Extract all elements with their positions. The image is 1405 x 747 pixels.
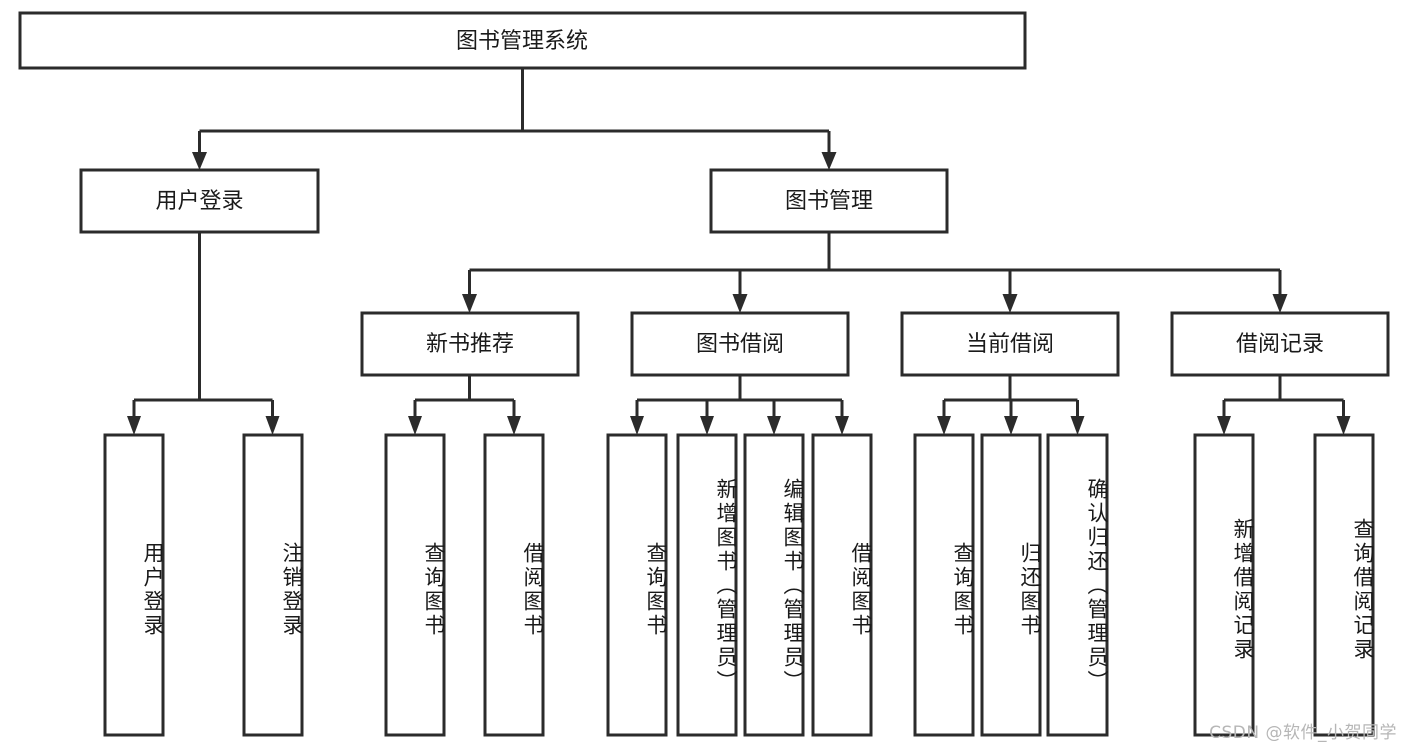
arrowhead-leaf-confirm-return: [1070, 416, 1085, 435]
leaf-box-add-book[interactable]: [676, 433, 738, 737]
node-new-book-recommend[interactable]: 新书推荐: [360, 311, 580, 377]
arrowhead-leaf-edit-book: [767, 416, 781, 435]
node-book-mgmt-label: 图书管理: [785, 189, 873, 214]
node-new-book-recommend-label: 新书推荐: [426, 332, 514, 357]
arrowhead-leaf-add-record: [1217, 416, 1231, 435]
leaf-box-query-book-current[interactable]: [913, 433, 975, 737]
arrowhead-leaf-borrow-book-2: [835, 416, 849, 435]
node-user-login[interactable]: 用户登录: [79, 168, 320, 234]
leaf-box-logout[interactable]: [242, 433, 304, 737]
node-current-borrow[interactable]: 当前借阅: [900, 311, 1120, 377]
node-current-borrow-box[interactable]: [900, 311, 1120, 377]
node-root[interactable]: 图书管理系统: [18, 11, 1027, 70]
node-root-box[interactable]: [18, 11, 1027, 70]
arrowhead-leaf-query-record: [1336, 416, 1351, 435]
node-user-login-label: 用户登录: [155, 189, 243, 214]
node-borrow-records-label: 借阅记录: [1236, 332, 1324, 357]
connector-group-borrow-records: [1217, 375, 1351, 435]
arrowhead-book-borrow: [732, 294, 748, 313]
arrowhead-leaf-add-book: [700, 416, 714, 435]
connector-group-new-book: [408, 375, 521, 435]
arrowhead-leaf-borrow-book-1: [507, 416, 521, 435]
leaf-box-user-login[interactable]: [103, 433, 165, 737]
connector-group-root: [192, 68, 837, 170]
arrowhead-new-book: [462, 294, 477, 313]
leaf-box-edit-book[interactable]: [743, 433, 805, 737]
arrowhead-leaf-query-book-3: [937, 416, 951, 435]
node-user-login-box[interactable]: [79, 168, 320, 234]
node-book-mgmt[interactable]: 图书管理: [709, 168, 949, 234]
node-book-mgmt-box[interactable]: [709, 168, 949, 234]
node-book-borrow-label: 图书借阅: [696, 332, 784, 357]
leaf-box-borrow-book[interactable]: [811, 433, 873, 737]
node-current-borrow-label: 当前借阅: [966, 332, 1054, 357]
leaf-box-borrow-book-recommend[interactable]: [483, 433, 545, 737]
csdn-watermark: CSDN @软件_小贺同学: [1209, 723, 1397, 743]
leaf-box-confirm-return[interactable]: [1046, 433, 1109, 737]
arrowhead-leaf-query-book-1: [408, 416, 422, 435]
connector-group-current-borrow: [937, 375, 1085, 435]
leaf-box-query-book-borrow[interactable]: [606, 433, 668, 737]
arrowhead-user-login: [192, 152, 207, 170]
arrowhead-book-mgmt: [821, 152, 837, 170]
leaf-box-query-book-recommend[interactable]: [384, 433, 446, 737]
node-book-borrow-box[interactable]: [630, 311, 850, 377]
arrowhead-leaf-return-book: [1004, 416, 1018, 435]
arrowhead-leaf-query-book-2: [630, 416, 644, 435]
node-borrow-records[interactable]: 借阅记录: [1170, 311, 1390, 377]
connector-group-user-login: [127, 232, 280, 435]
node-borrow-records-box[interactable]: [1170, 311, 1390, 377]
arrowhead-leaf-logout: [265, 416, 280, 435]
node-new-book-recommend-box[interactable]: [360, 311, 580, 377]
leaf-box-return-book[interactable]: [980, 433, 1042, 737]
arrowhead-borrow-records: [1272, 294, 1288, 313]
leaf-box-add-record[interactable]: [1193, 433, 1255, 737]
connector-group-book-borrow: [630, 375, 849, 435]
node-book-borrow[interactable]: 图书借阅: [630, 311, 850, 377]
arrowhead-leaf-user-login: [127, 416, 141, 435]
arrowhead-current-borrow: [1002, 294, 1018, 313]
leaf-box-query-record[interactable]: [1313, 433, 1375, 737]
node-root-label: 图书管理系统: [456, 29, 588, 54]
connector-group-book-mgmt: [462, 232, 1288, 313]
